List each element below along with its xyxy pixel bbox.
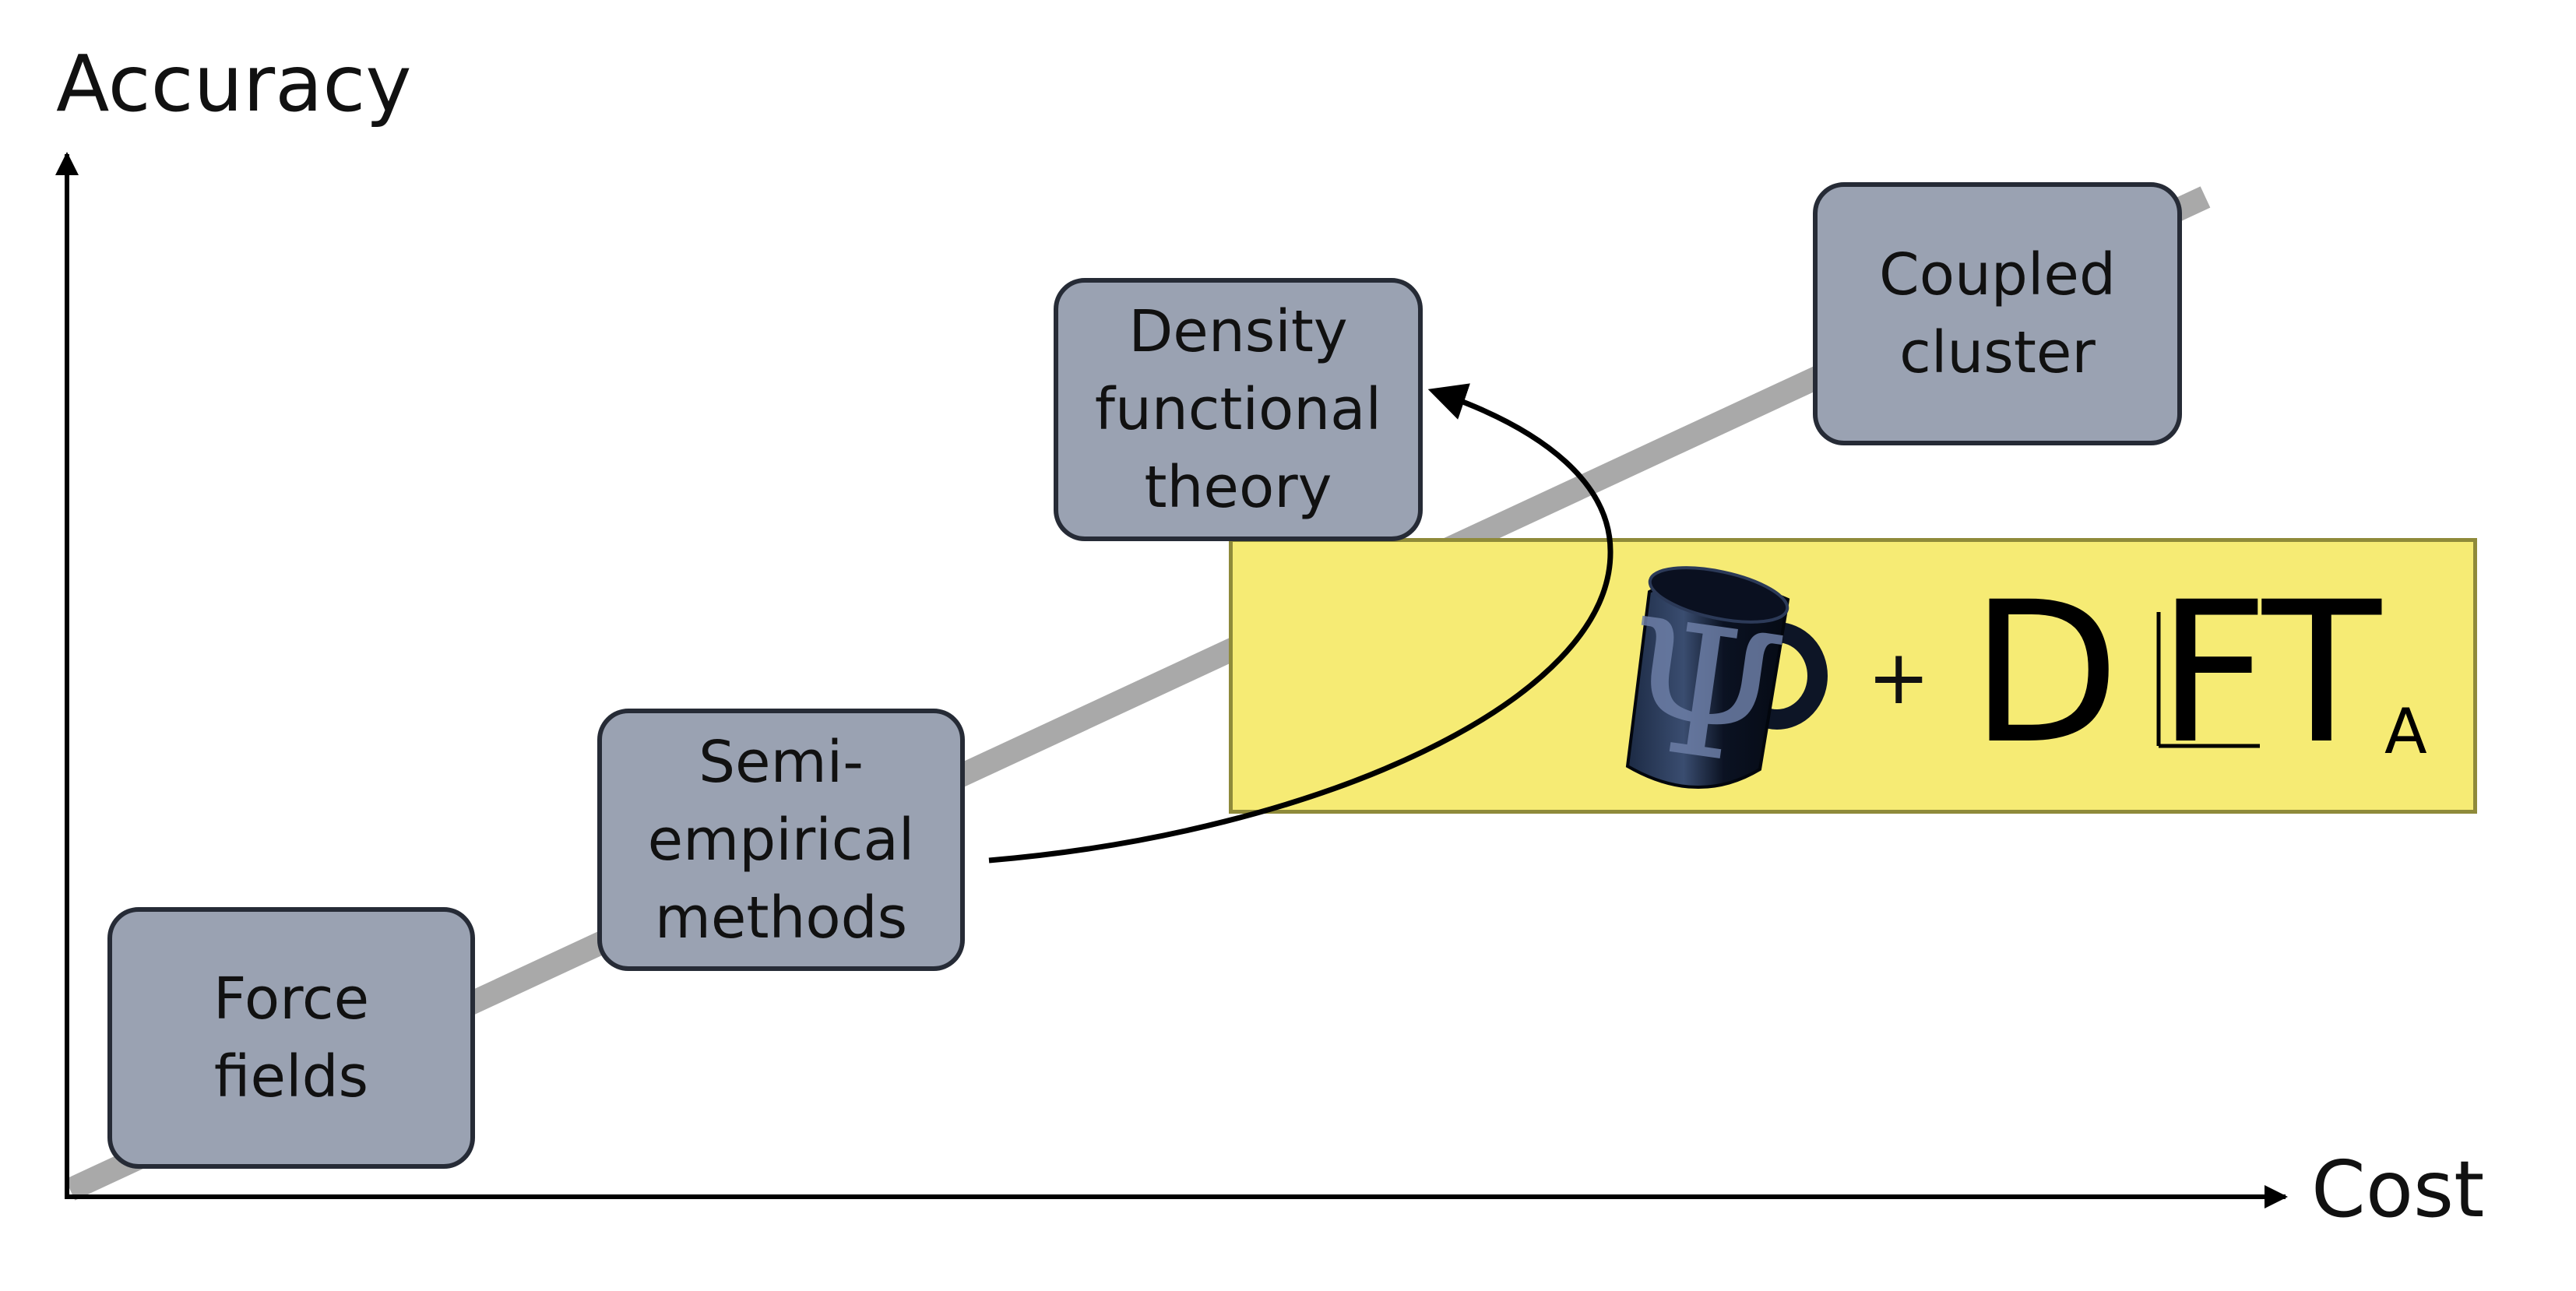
x-axis-label: Cost [2311,1144,2485,1235]
psi-mug-icon: Ψ [1610,566,1828,808]
y-axis-label: Accuracy [56,38,412,129]
dft-subscript-a: A [2384,695,2427,768]
method-label-semi-empirical: Semi- empirical methods [647,728,915,952]
method-box-dft: Density functional theory [1054,278,1423,541]
psi4-dfta-banner [1229,538,2477,814]
mug-psi-glyph: Ψ [1610,580,1795,807]
method-label-force-fields: Force fields [213,966,370,1110]
dft-letter-t: T [2262,560,2381,786]
method-label-coupled-cluster: Coupled cluster [1879,241,2116,386]
method-box-coupled-cluster: Coupled cluster [1813,182,2182,445]
curved-arrow-path [988,383,1614,864]
method-label-dft: Density functional theory [1094,298,1382,521]
plus-sign: + [1867,634,1930,721]
method-box-semi-empirical: Semi- empirical methods [597,709,965,971]
method-box-force-fields: Force fields [107,907,475,1169]
dft-letter-d: D [1970,560,2120,786]
dft-letter-f: F [2157,560,2269,786]
